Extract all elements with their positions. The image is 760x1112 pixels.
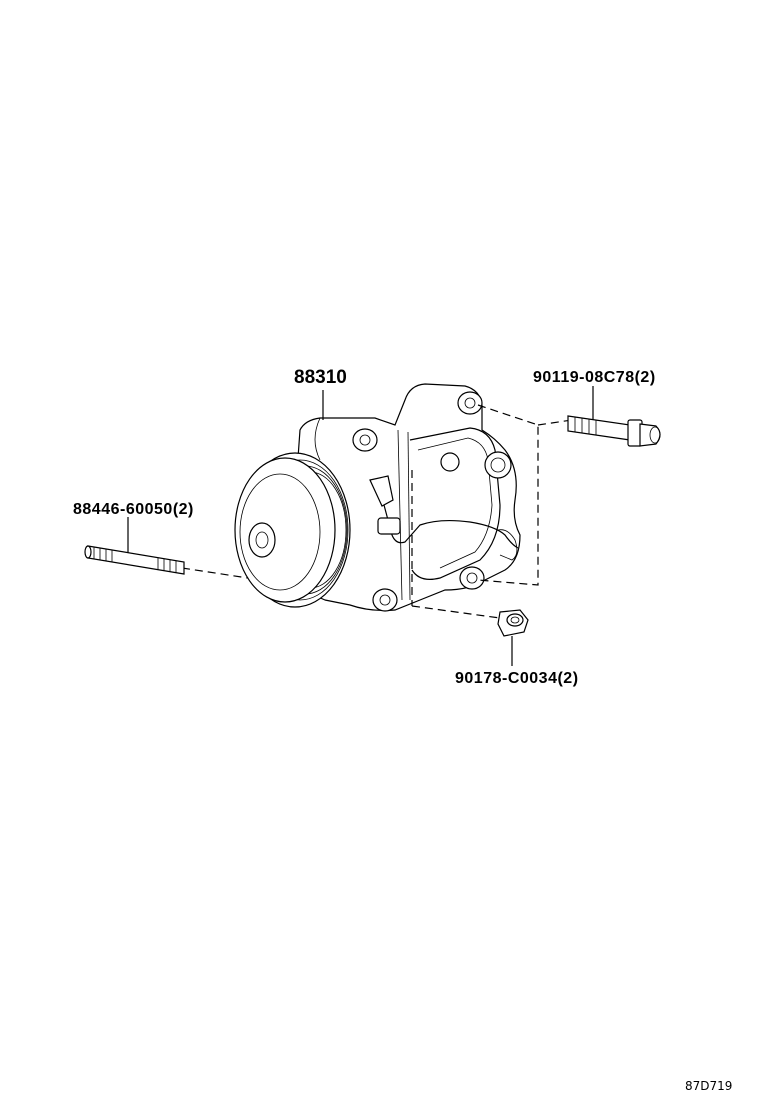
nut-part[interactable] xyxy=(497,609,529,637)
stud-part[interactable] xyxy=(84,545,185,575)
diagram-reference-code: 87D719 xyxy=(685,1079,732,1093)
part-number-label-stud[interactable]: 88446-60050(2) xyxy=(73,501,194,518)
part-number-label-bolt[interactable]: 90119-08C78(2) xyxy=(533,369,656,386)
part-number-label-compressor[interactable]: 88310 xyxy=(294,367,347,388)
mounting-guide-lines xyxy=(181,404,573,619)
compressor-assembly[interactable] xyxy=(234,383,521,612)
leader-lines xyxy=(127,386,594,666)
bolt-part[interactable] xyxy=(567,415,661,447)
part-number-label-nut[interactable]: 90178-C0034(2) xyxy=(455,670,579,687)
